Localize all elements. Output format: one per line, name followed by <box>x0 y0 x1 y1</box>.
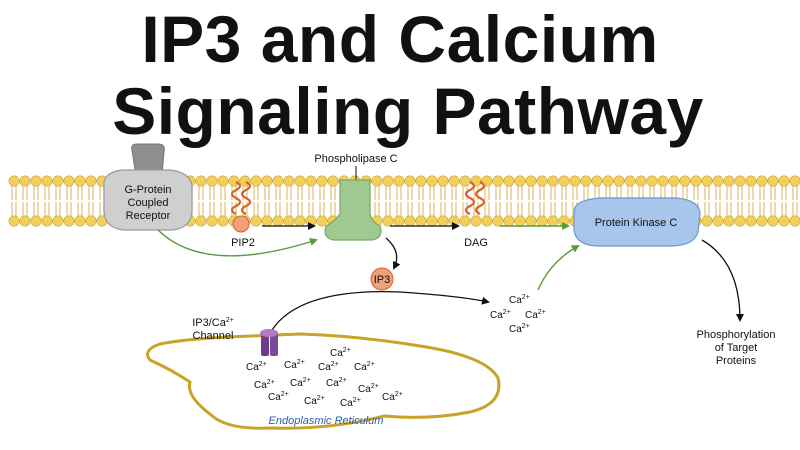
calcium-ion: Ca2+ <box>284 359 305 371</box>
phospholipase-c: Phospholipase C <box>314 153 398 241</box>
gpcr-label-line-3: Receptor <box>126 210 171 222</box>
calcium-ion: Ca2+ <box>509 294 530 306</box>
calcium-ion: Ca2+ <box>326 377 347 389</box>
pkc-label: Protein Kinase C <box>595 217 678 229</box>
plc-label: Phospholipase C <box>314 153 397 165</box>
calcium-ion: Ca2+ <box>354 361 375 373</box>
channel-label-line-1: IP3/Ca2+ <box>192 317 234 329</box>
gpcr-label-line-2: Coupled <box>128 197 169 209</box>
dag-lipid: DAG <box>464 181 488 249</box>
phosphorylation-label-line-1: Phosphorylation <box>697 329 776 341</box>
calcium-ion: Ca2+ <box>330 347 351 359</box>
calcium-ion: Ca2+ <box>246 361 267 373</box>
calcium-ion: Ca2+ <box>254 379 275 391</box>
dag-label: DAG <box>464 237 488 249</box>
cytosolic-calcium-group: Ca2+ Ca2+ Ca2+ Ca2+ <box>490 294 546 335</box>
calcium-ion: Ca2+ <box>490 309 511 321</box>
calcium-ion: Ca2+ <box>509 323 530 335</box>
calcium-ion: Ca2+ <box>318 361 339 373</box>
phosphorylation-label-line-3: Proteins <box>716 355 757 367</box>
page-title-line-1: IP3 and Calcium <box>141 2 659 76</box>
calcium-ion: Ca2+ <box>268 391 289 403</box>
calcium-to-pkc-arrow <box>537 245 580 291</box>
calcium-ion: Ca2+ <box>358 383 379 395</box>
er-calcium-group: Ca2+Ca2+Ca2+Ca2+Ca2+Ca2+Ca2+Ca2+Ca2+Ca2+… <box>246 347 403 409</box>
phosphorylation-of-target-proteins: Phosphorylation of Target Proteins <box>697 329 776 367</box>
calcium-ion: Ca2+ <box>290 377 311 389</box>
channel-label-line-2: Channel <box>193 330 234 342</box>
gpcr-label-line-1: G-Protein <box>124 184 171 196</box>
pip2-lipid: PIP2 <box>230 181 255 249</box>
ip3-ca-channel: IP3/Ca2+ Channel <box>192 317 278 356</box>
phosphorylation-label-line-2: of Target <box>715 342 758 354</box>
calcium-ion: Ca2+ <box>525 309 546 321</box>
calcium-ion: Ca2+ <box>304 395 325 407</box>
plc-to-ip3-arrow <box>385 237 401 270</box>
ip3-molecule: IP3 <box>370 267 394 291</box>
pip2-label: PIP2 <box>231 237 255 249</box>
page-title-line-2: Signaling Pathway <box>112 74 704 148</box>
gpcr-receptor: G-Protein Coupled Receptor <box>103 143 193 231</box>
endoplasmic-reticulum <box>146 332 501 430</box>
calcium-ion: Ca2+ <box>340 397 361 409</box>
pkc-to-phosphorylation-arrow <box>701 239 744 322</box>
calcium-ion: Ca2+ <box>382 391 403 403</box>
protein-kinase-c: Protein Kinase C <box>573 197 701 247</box>
gpcr-to-plc-arrow <box>157 229 318 257</box>
er-label: Endoplasmic Reticulum <box>269 415 384 427</box>
channel-release-arrow <box>271 291 490 331</box>
ip3-label: IP3 <box>374 274 391 286</box>
